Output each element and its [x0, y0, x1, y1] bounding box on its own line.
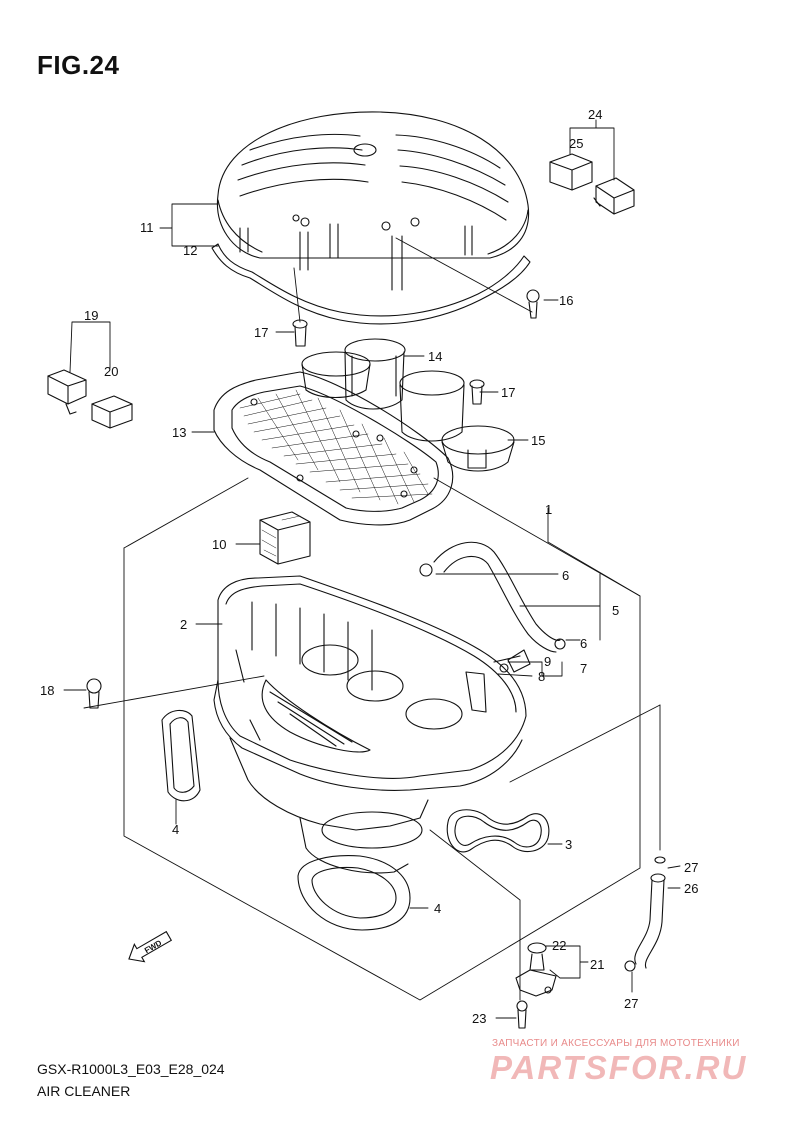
- callout-19: 19: [84, 308, 98, 323]
- clamp-8-9: [499, 649, 531, 673]
- callout-22: 22: [552, 938, 566, 953]
- callout-21: 21: [590, 957, 604, 972]
- cover-seal: [211, 243, 531, 325]
- leader-lines: [63, 119, 681, 1019]
- forward-arrow-icon: FWD: [128, 930, 173, 963]
- screw-16: [526, 289, 540, 319]
- callout-26: 26: [684, 881, 698, 896]
- callout-27-upper: 27: [684, 860, 698, 875]
- foam-pad-10: [259, 511, 311, 565]
- lower-case-duct: [229, 737, 429, 874]
- callout-6-lower: 6: [580, 636, 587, 651]
- callout-8: 8: [538, 669, 545, 684]
- air-filter-element: [213, 371, 454, 526]
- diagram-name: AIR CLEANER: [37, 1083, 131, 1099]
- intake-duct-4-side: [161, 709, 201, 802]
- callout-11: 11: [140, 220, 154, 235]
- figure-title: FIG.24: [37, 50, 120, 80]
- sensor-24: [593, 177, 635, 215]
- callout-4-lower: 4: [434, 901, 441, 916]
- sensor-19: [47, 369, 87, 415]
- velocity-funnel-15: [399, 370, 515, 472]
- callout-27-lower: 27: [624, 996, 638, 1011]
- callout-5: 5: [612, 603, 619, 618]
- callout-25: 25: [569, 136, 583, 151]
- callout-13: 13: [172, 425, 186, 440]
- callout-15: 15: [531, 433, 545, 448]
- assembly-outline: [83, 267, 661, 1001]
- intake-duct-4-lower: [297, 855, 411, 931]
- bolt-18: [86, 678, 102, 709]
- callout-7: 7: [580, 661, 587, 676]
- watermark-tagline: ЗАПЧАСТИ И АКСЕССУАРЫ ДЛЯ МОТОТЕХНИКИ: [492, 1038, 740, 1049]
- drain-hose-26: [624, 856, 666, 972]
- sensor-25: [549, 153, 593, 191]
- callout-17-right: 17: [501, 385, 515, 400]
- callout-6-upper: 6: [562, 568, 569, 583]
- callout-10: 10: [212, 537, 226, 552]
- sensor-20: [91, 395, 133, 429]
- callout-12: 12: [183, 243, 197, 258]
- callout-24: 24: [588, 107, 602, 122]
- watermark-logo[interactable]: PARTSFOR.RU: [490, 1049, 748, 1086]
- air-cleaner-case: [213, 575, 527, 791]
- model-code: GSX-R1000L3_E03_E28_024: [37, 1061, 225, 1077]
- callout-14: 14: [428, 349, 442, 364]
- callout-2: 2: [180, 617, 187, 632]
- callout-3: 3: [565, 837, 572, 852]
- callout-20: 20: [104, 364, 118, 379]
- air-cleaner-cover: [216, 111, 530, 291]
- callout-23: 23: [472, 1011, 486, 1026]
- screw-17-upper: [292, 319, 308, 347]
- breather-hose-5: [419, 541, 566, 653]
- screw-17-right: [469, 379, 485, 405]
- callout-16: 16: [559, 293, 573, 308]
- callout-18: 18: [40, 683, 54, 698]
- callout-9: 9: [544, 654, 551, 669]
- callout-17-upper: 17: [254, 325, 268, 340]
- callout-4-side: 4: [172, 822, 179, 837]
- drain-plug-21: [515, 942, 557, 997]
- velocity-funnel-14: [301, 338, 406, 410]
- callout-1: 1: [545, 502, 552, 517]
- gasket-3: [446, 809, 550, 853]
- callout-labels: 1 2 3 4 4 5 6 6 7 8 9 10 11 12 13 14 15 …: [40, 107, 698, 1026]
- screw-23: [516, 1000, 528, 1029]
